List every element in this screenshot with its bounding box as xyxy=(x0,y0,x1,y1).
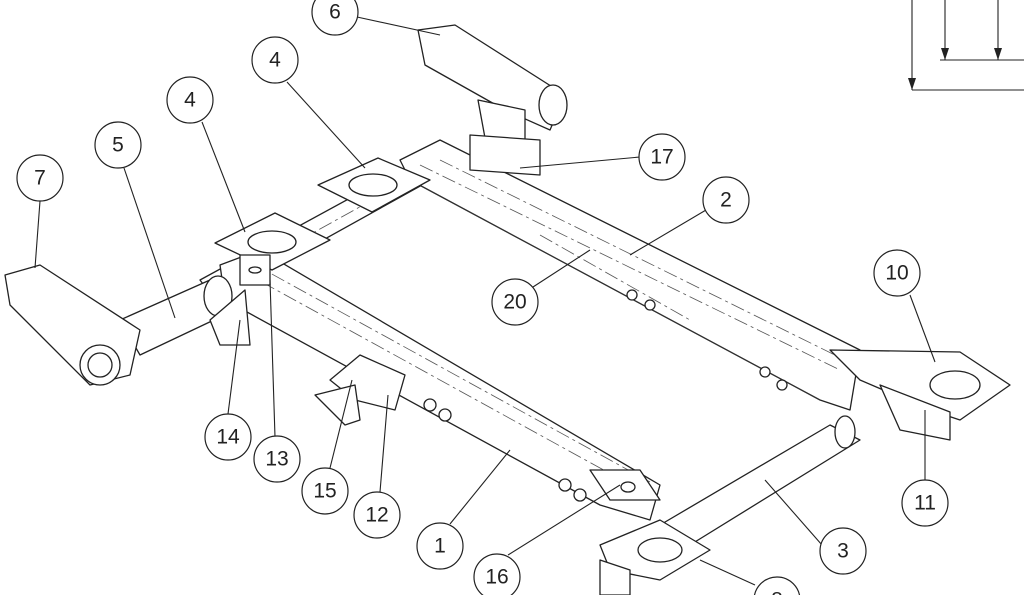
svg-text:2: 2 xyxy=(720,189,732,212)
bracket-right xyxy=(829,349,1011,441)
balloon-13: 13 xyxy=(253,435,301,483)
svg-text:16: 16 xyxy=(485,566,508,589)
svg-text:6: 6 xyxy=(329,1,341,24)
balloon-4b: 4 xyxy=(166,76,214,124)
svg-text:5: 5 xyxy=(112,134,124,157)
leader-lines xyxy=(34,16,936,586)
front-cross-tube xyxy=(659,415,861,546)
balloon-5: 5 xyxy=(94,121,142,169)
balloon-4a: 4 xyxy=(251,36,299,84)
svg-text:20: 20 xyxy=(503,291,526,314)
svg-text:11: 11 xyxy=(914,492,936,515)
svg-text:4: 4 xyxy=(184,89,196,112)
svg-text:14: 14 xyxy=(216,426,240,449)
svg-text:1: 1 xyxy=(434,535,446,558)
svg-text:8: 8 xyxy=(771,589,783,595)
balloon-8: 8 xyxy=(753,576,801,595)
svg-text:17: 17 xyxy=(650,146,673,169)
balloon-10: 10 xyxy=(873,249,921,297)
balloon-20: 20 xyxy=(491,278,539,326)
svg-text:12: 12 xyxy=(365,504,388,527)
trailing-arm xyxy=(4,264,236,386)
balloon-3: 3 xyxy=(819,527,867,575)
svg-text:4: 4 xyxy=(269,49,281,72)
balloon-12: 12 xyxy=(353,491,401,539)
balloon-1: 1 xyxy=(416,522,464,570)
svg-text:15: 15 xyxy=(313,480,336,503)
svg-text:7: 7 xyxy=(34,167,46,190)
upper-arm xyxy=(417,24,568,176)
svg-text:13: 13 xyxy=(265,448,288,471)
balloon-6: 6 xyxy=(311,0,359,36)
balloon-17: 17 xyxy=(638,133,686,181)
svg-text:10: 10 xyxy=(885,262,908,285)
svg-text:3: 3 xyxy=(837,540,849,563)
balloon-15: 15 xyxy=(301,467,349,515)
mount-plates xyxy=(214,157,431,286)
dimension-lines xyxy=(908,0,1024,91)
balloon-2: 2 xyxy=(702,176,750,224)
balloon-16: 16 xyxy=(473,553,521,595)
rail-right xyxy=(399,139,861,411)
balloon-14: 14 xyxy=(204,413,252,461)
balloon-7: 7 xyxy=(16,154,64,202)
small-brackets xyxy=(209,234,788,502)
balloon-11: 11 xyxy=(901,479,949,527)
